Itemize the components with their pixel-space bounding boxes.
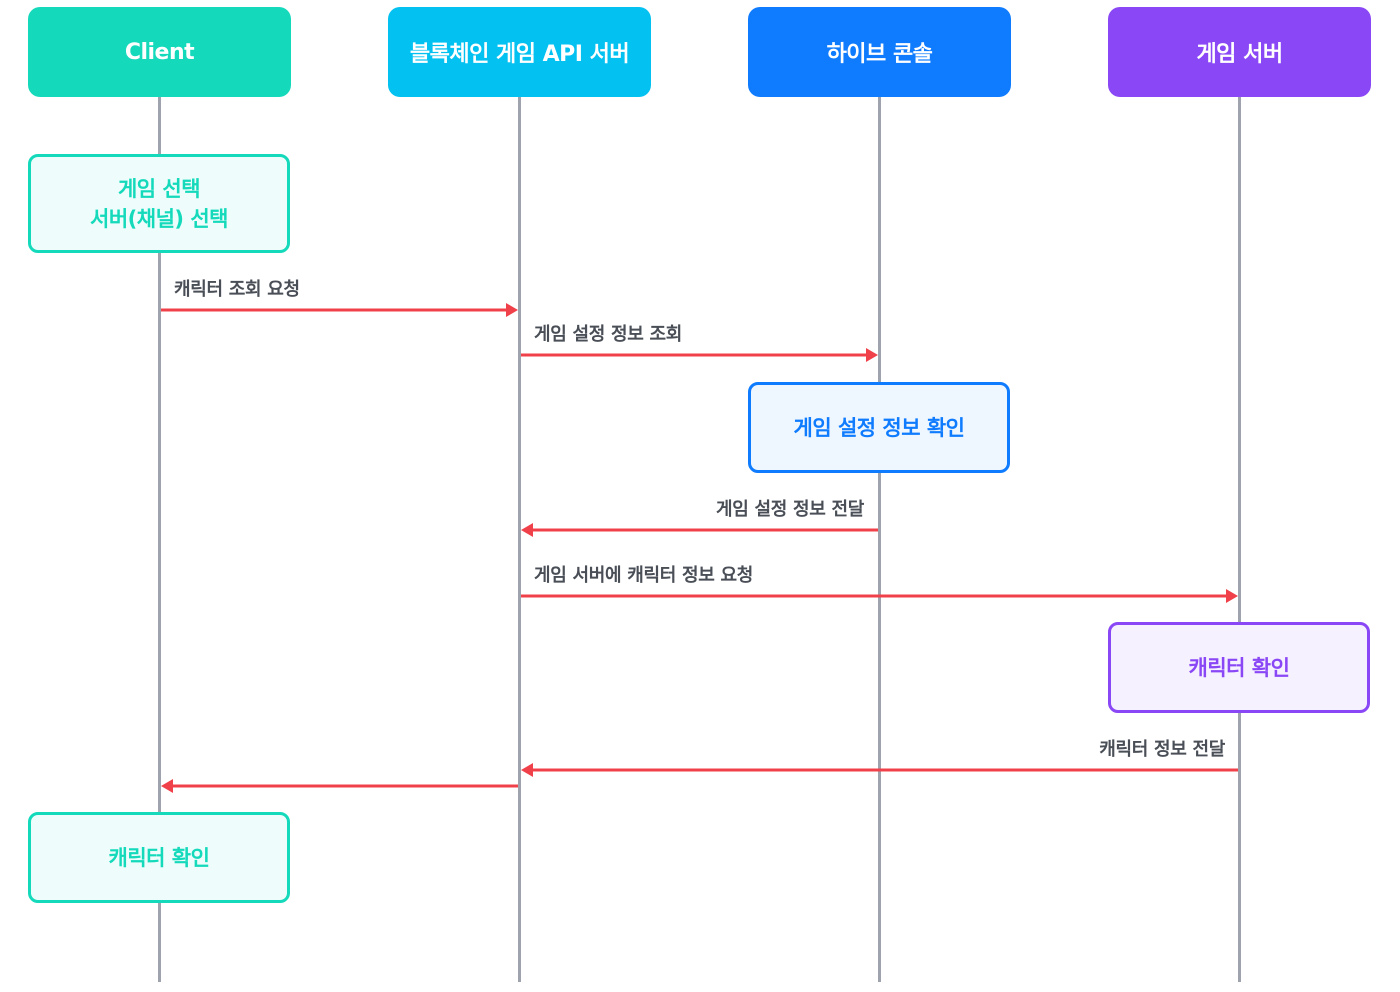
participant-game-server: 게임 서버 [1108,7,1371,97]
arrow-msg-6 [161,779,518,793]
message-label-3: 게임 설정 정보 전달 [716,499,864,520]
note-console-check-text: 게임 설정 정보 확인 [793,415,966,440]
note-client-check-text: 캐릭터 확인 [108,845,210,870]
message-label-4: 게임 서버에 캐릭터 정보 요청 [534,565,753,586]
note-console-check: 게임 설정 정보 확인 [748,382,1010,473]
note-gameserver-check-text: 캐릭터 확인 [1188,655,1290,680]
note-client-select-text: 게임 선택 서버(채널) 선택 [90,176,228,231]
lifeline-api-server [518,97,521,982]
note-client-select: 게임 선택 서버(채널) 선택 [28,154,290,253]
lifeline-hive-console [878,97,881,982]
note-client-check: 캐릭터 확인 [28,812,290,903]
participant-client: Client [28,7,291,97]
note-gameserver-check: 캐릭터 확인 [1108,622,1370,713]
arrow-msg-3 [521,523,878,537]
participant-hive-console-label: 하이브 콘솔 [826,42,933,67]
message-label-5: 캐릭터 정보 전달 [1099,739,1225,760]
participant-hive-console: 하이브 콘솔 [748,7,1011,97]
participant-api-server-label: 블록체인 게임 API 서버 [409,42,630,67]
message-label-1: 캐릭터 조회 요청 [174,279,300,300]
lifeline-client [158,97,161,982]
participant-api-server: 블록체인 게임 API 서버 [388,7,651,97]
arrow-msg-2 [521,348,878,362]
arrow-msg-5 [521,763,1238,777]
arrow-msg-4 [521,589,1238,603]
message-label-2: 게임 설정 정보 조회 [534,324,682,345]
lifeline-game-server [1238,97,1241,982]
arrow-msg-1 [161,303,518,317]
participant-game-server-label: 게임 서버 [1196,42,1283,67]
participant-client-label: Client [124,39,195,65]
